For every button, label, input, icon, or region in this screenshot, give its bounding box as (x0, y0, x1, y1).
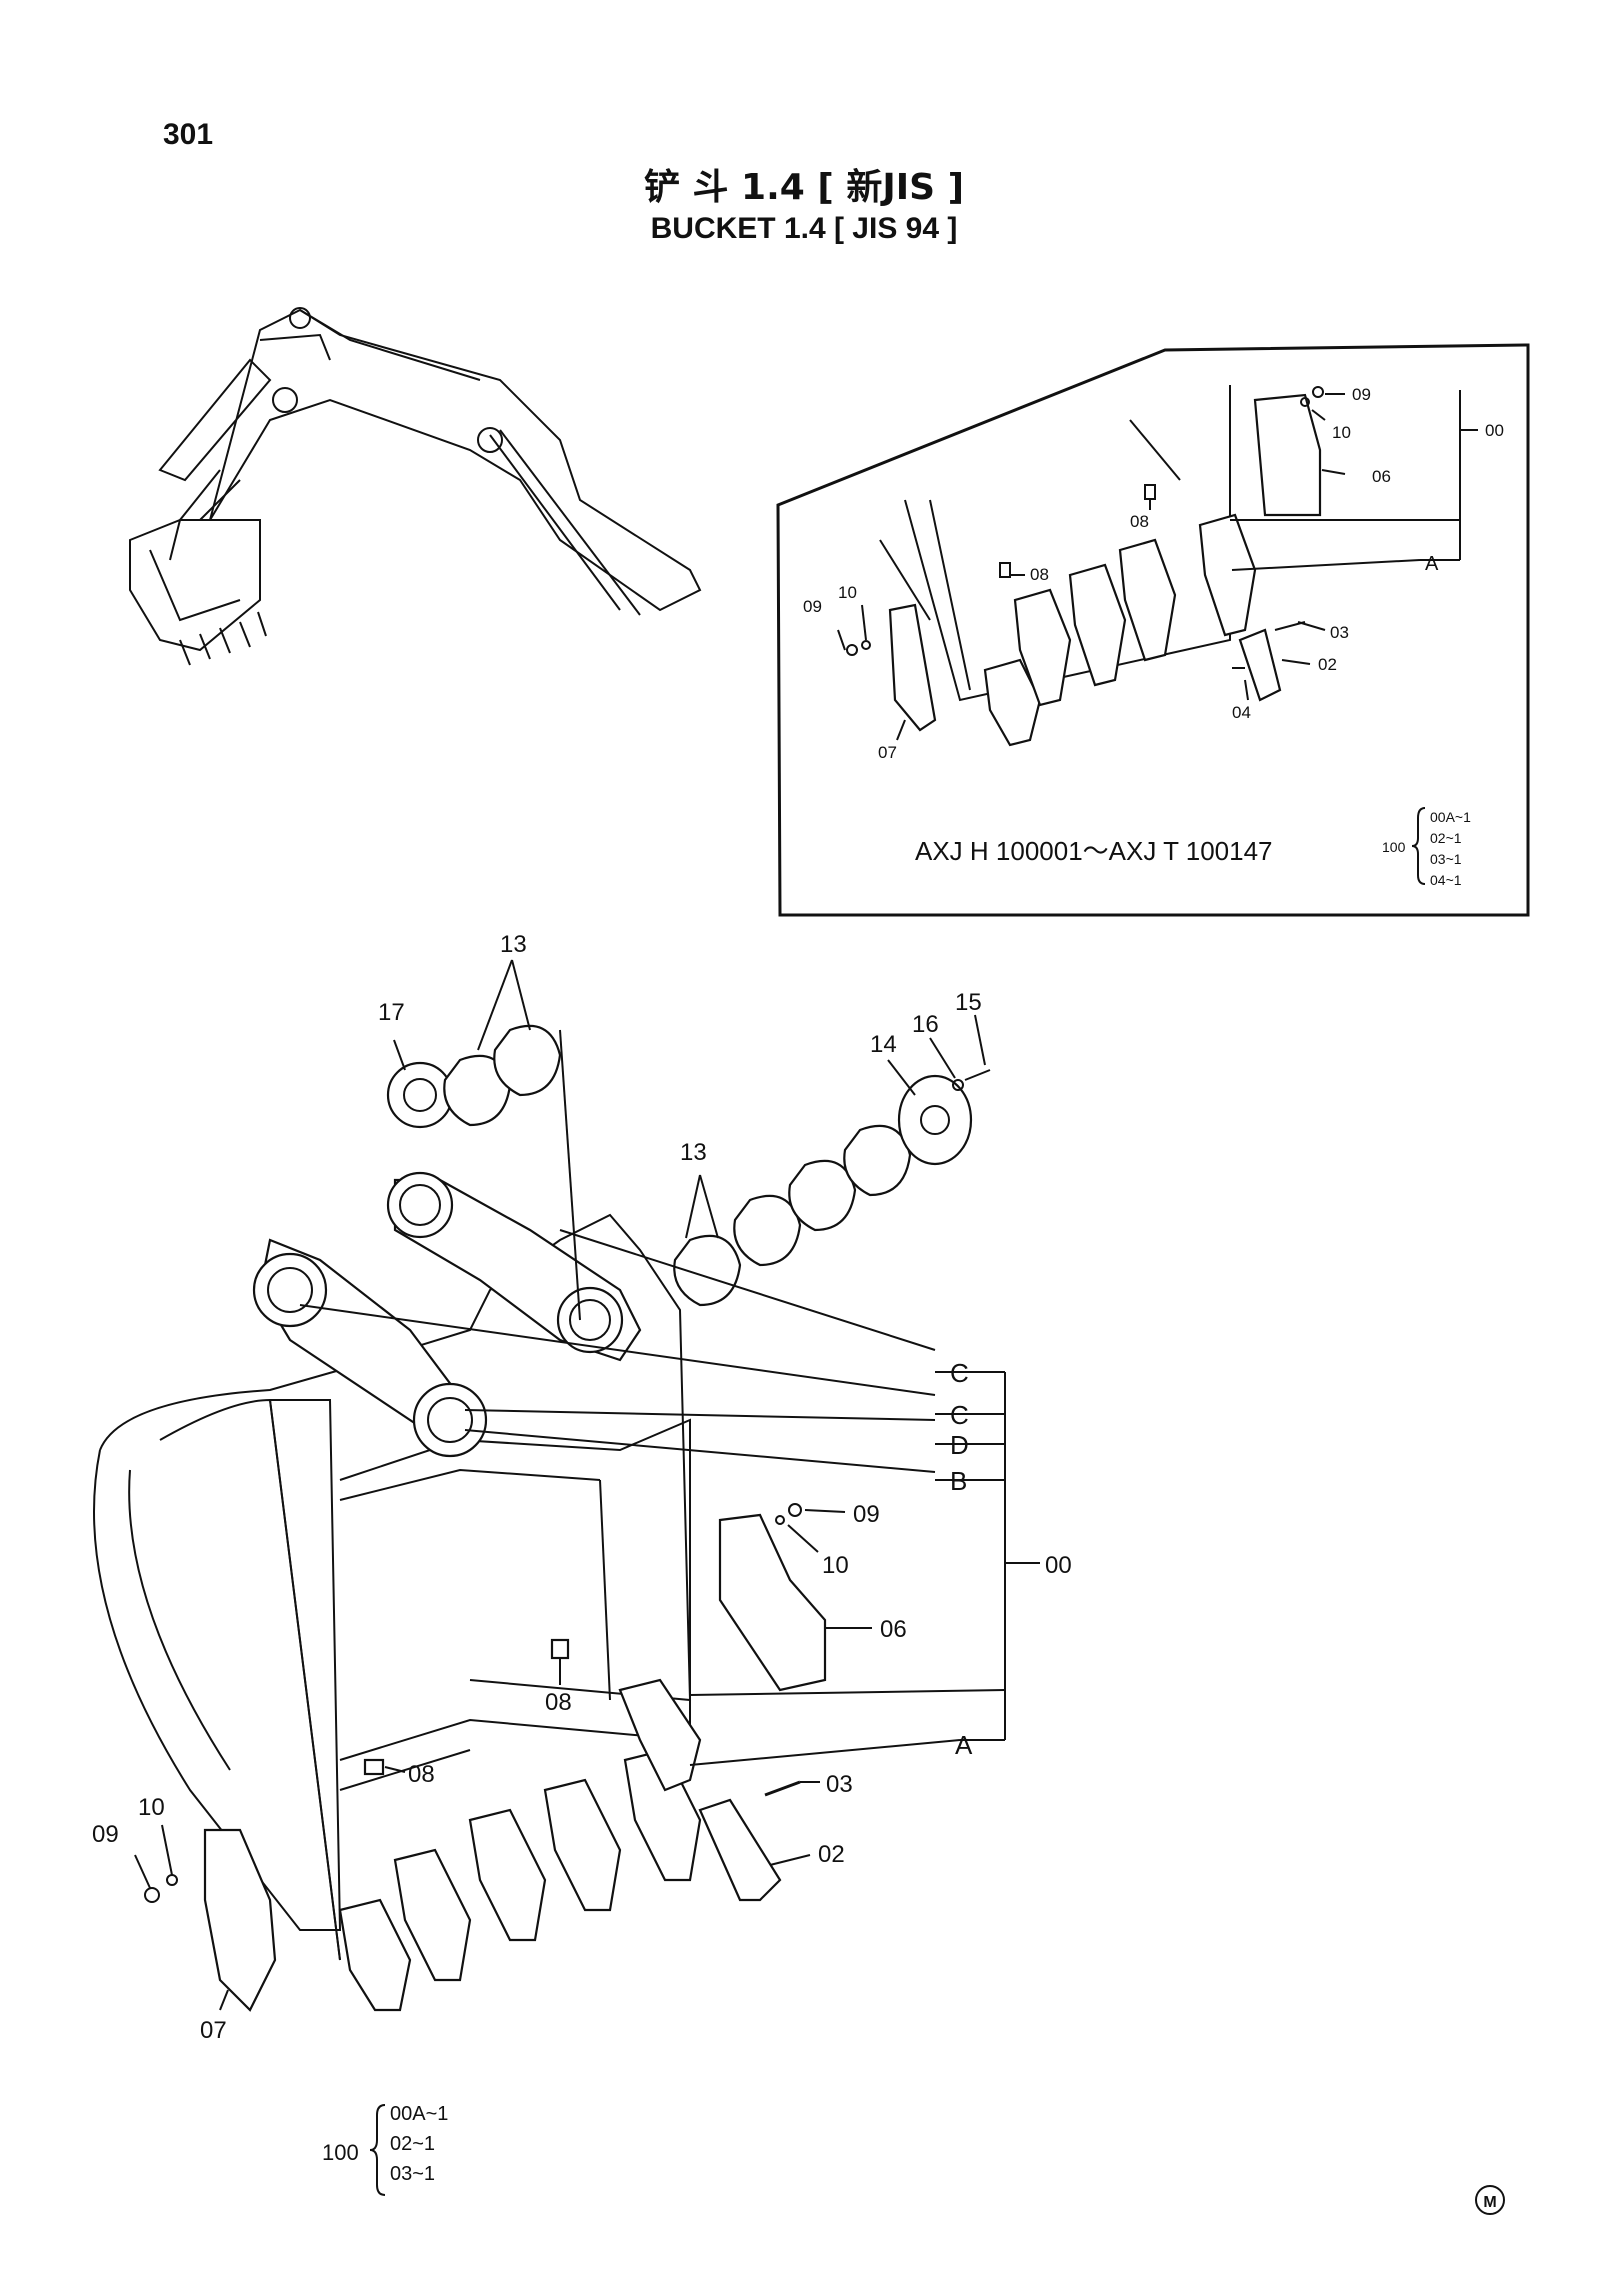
label-16: 16 (912, 1011, 939, 1038)
main-kit-item-2: 02~1 (390, 2133, 435, 2155)
bucket-main-illustration: 13 17 15 16 14 13 C C D B 09 10 00 06 08… (92, 931, 1072, 2196)
inset-label-10a: 10 (1332, 423, 1351, 442)
label-10-left: 10 (138, 1794, 165, 1821)
label-08-center: 08 (545, 1689, 572, 1716)
inset-label-08a: 08 (1130, 512, 1149, 531)
label-14: 14 (870, 1031, 897, 1058)
label-17: 17 (378, 999, 405, 1026)
excavator-illustration (129, 307, 702, 666)
inset-label-06: 06 (1372, 467, 1391, 486)
label-08-left: 08 (408, 1761, 435, 1788)
inset-label-04: 04 (1232, 703, 1251, 722)
label-07: 07 (200, 2017, 227, 2044)
label-10-right: 10 (822, 1552, 849, 1579)
main-kit-qty: 100 (322, 2140, 359, 2165)
corner-mark-letter: M (1483, 2194, 1496, 2211)
ref-c2: C (950, 1400, 969, 1430)
inset-serial-range: AXJ H 100001～AXJ T 100147 (915, 836, 1273, 866)
main-kit-item-1: 00A~1 (390, 2103, 448, 2125)
label-09-left: 09 (92, 1821, 119, 1848)
inset-kit-item-1: 00A~1 (1430, 809, 1471, 825)
label-13b: 13 (680, 1139, 707, 1166)
inset-detail: 09 10 00 06 08 08 A 03 02 04 09 10 07 AX… (776, 343, 1530, 917)
label-00: 00 (1045, 1552, 1072, 1579)
inset-kit-qty: 100 (1382, 839, 1406, 855)
ref-d: D (950, 1430, 969, 1460)
inset-label-a: A (1425, 553, 1439, 575)
inset-label-09a: 09 (1352, 385, 1371, 404)
inset-label-09b: 09 (803, 597, 822, 616)
ref-c1: C (950, 1358, 969, 1388)
title-chinese: 铲 斗 1.4 [ 新JIS ] (643, 167, 965, 208)
label-03: 03 (826, 1771, 853, 1798)
corner-mark: M (1475, 2185, 1505, 2215)
page-number: 301 (163, 118, 214, 151)
ref-a: A (955, 1730, 973, 1760)
inset-kit-item-3: 03~1 (1430, 851, 1462, 867)
ref-b: B (950, 1466, 967, 1496)
inset-label-02: 02 (1318, 655, 1337, 674)
inset-label-10b: 10 (838, 583, 857, 602)
label-06: 06 (880, 1616, 907, 1643)
main-kit-item-3: 03~1 (390, 2163, 435, 2185)
label-13a: 13 (500, 931, 527, 958)
inset-kit-item-4: 04~1 (1430, 872, 1462, 888)
label-02: 02 (818, 1841, 845, 1868)
inset-label-07: 07 (878, 743, 897, 762)
title-english: BUCKET 1.4 [ JIS 94 ] (650, 212, 958, 245)
inset-label-00: 00 (1485, 421, 1504, 440)
inset-kit-item-2: 02~1 (1430, 830, 1462, 846)
label-15: 15 (955, 989, 982, 1016)
inset-label-03: 03 (1330, 623, 1349, 642)
inset-label-08b: 08 (1030, 565, 1049, 584)
label-09-right: 09 (853, 1501, 880, 1528)
